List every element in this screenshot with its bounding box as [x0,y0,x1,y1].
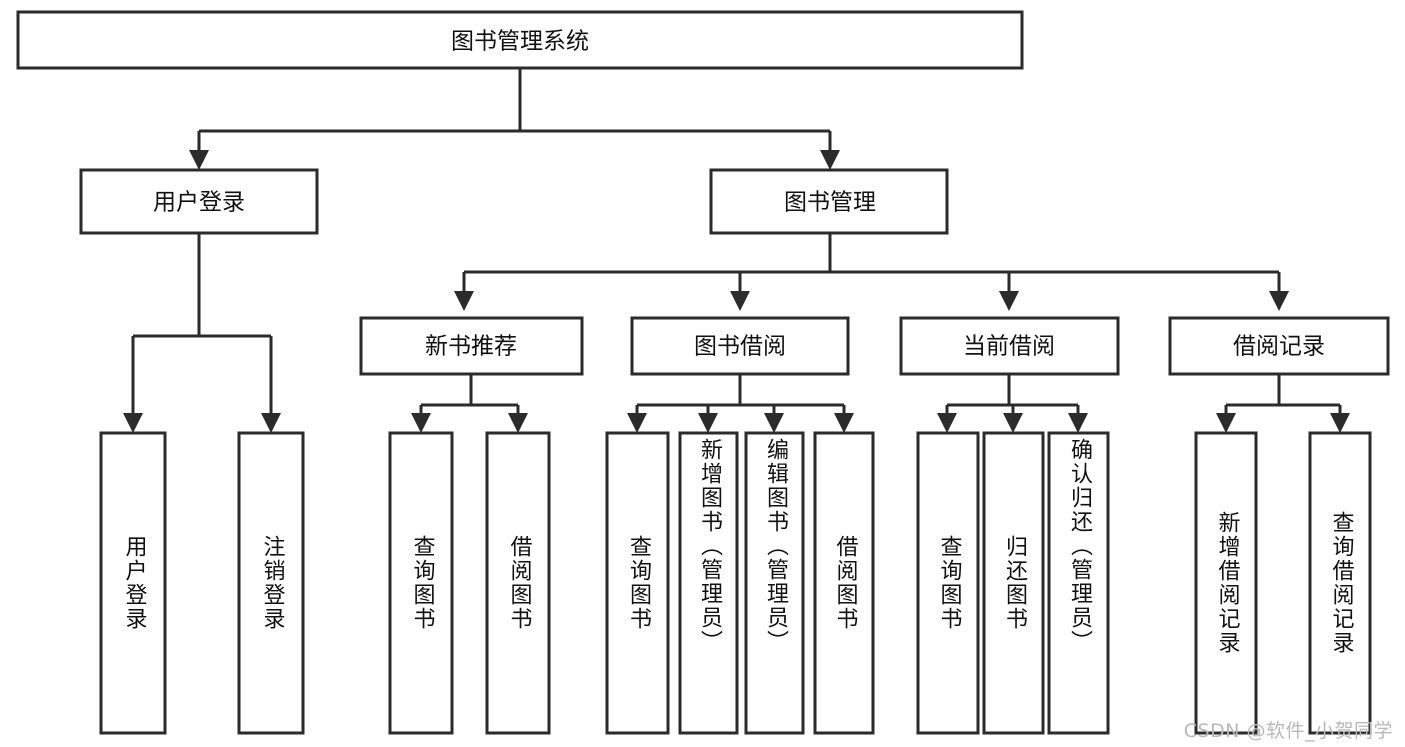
arrowhead-leaf-logout [261,413,281,433]
node-leaf-query-borrow-record-box[interactable] [1308,431,1372,735]
node-user-login-box[interactable] [79,168,319,235]
node-current-borrow-box[interactable] [899,316,1120,376]
node-leaf-add-book-box[interactable] [678,431,739,735]
node-leaf-return-book-box[interactable] [982,431,1045,735]
arrowhead-leaf-add-borrow-record [1216,413,1236,433]
arrowhead-leaf-borrow-book-1 [508,413,528,433]
node-user-login-label: 用户登录 [153,190,245,216]
arrowhead-book-management [820,150,840,170]
node-leaf-query-book-2-box[interactable] [605,431,670,735]
node-leaf-query-book-1-box[interactable] [388,431,454,735]
node-book-borrow-label: 图书借阅 [694,334,786,360]
node-leaf-user-login-box[interactable] [99,431,167,735]
node-current-borrow-label: 当前借阅 [963,334,1055,360]
arrowhead-leaf-user-login [123,413,143,433]
arrowhead-leaf-confirm-return [1068,413,1088,433]
arrowhead-leaf-add-book [698,413,718,433]
arrowhead-new-book-recommend [454,291,474,311]
node-root-box[interactable] [16,10,1024,70]
node-leaf-edit-book-box[interactable] [744,431,805,735]
node-root-label: 图书管理系统 [451,29,589,55]
node-user-login[interactable]: 用户登录 [79,168,319,235]
node-borrow-record-label: 借阅记录 [1233,334,1325,360]
arrowhead-book-borrow [730,291,750,311]
arrowhead-leaf-borrow-book-2 [834,413,854,433]
node-leaf-confirm-return-box[interactable] [1047,431,1110,735]
node-leaf-logout-box[interactable] [237,431,305,735]
arrowhead-leaf-query-book-1 [411,413,431,433]
node-borrow-record[interactable]: 借阅记录 [1168,316,1390,376]
node-leaf-borrow-book-2-box[interactable] [813,431,875,735]
connector-layer [123,68,1350,433]
arrowhead-leaf-query-book-2 [627,413,647,433]
node-leaf-query-book-3-box[interactable] [916,431,980,735]
arrowhead-leaf-return-book [1003,413,1023,433]
node-book-borrow[interactable]: 图书借阅 [630,316,850,376]
arrowhead-borrow-record [1269,291,1289,311]
arrowhead-current-borrow [999,291,1019,311]
node-leaf-borrow-book-1-box[interactable] [485,431,551,735]
arrowhead-user-login [189,150,209,170]
node-new-book-recommend[interactable]: 新书推荐 [359,316,584,376]
node-layer: 图书管理系统 用户登录 图书管理 新书推荐 图书借阅 当前 [16,10,1390,735]
arrowhead-leaf-edit-book [764,413,784,433]
node-leaf-add-borrow-record-box[interactable] [1194,431,1258,735]
node-book-management-label: 图书管理 [784,190,876,216]
node-current-borrow[interactable]: 当前借阅 [899,316,1120,376]
node-new-book-recommend-box[interactable] [359,316,584,376]
node-borrow-record-box[interactable] [1168,316,1390,376]
node-root[interactable]: 图书管理系统 [16,10,1024,70]
node-book-management[interactable]: 图书管理 [709,168,949,235]
csdn-watermark: CSDN @软件_小贺同学 [1183,720,1393,742]
node-new-book-recommend-label: 新书推荐 [425,334,517,360]
arrowhead-leaf-query-book-3 [937,413,957,433]
node-book-borrow-box[interactable] [630,316,850,376]
node-book-management-box[interactable] [709,168,949,235]
arrowhead-leaf-query-borrow-record [1330,413,1350,433]
